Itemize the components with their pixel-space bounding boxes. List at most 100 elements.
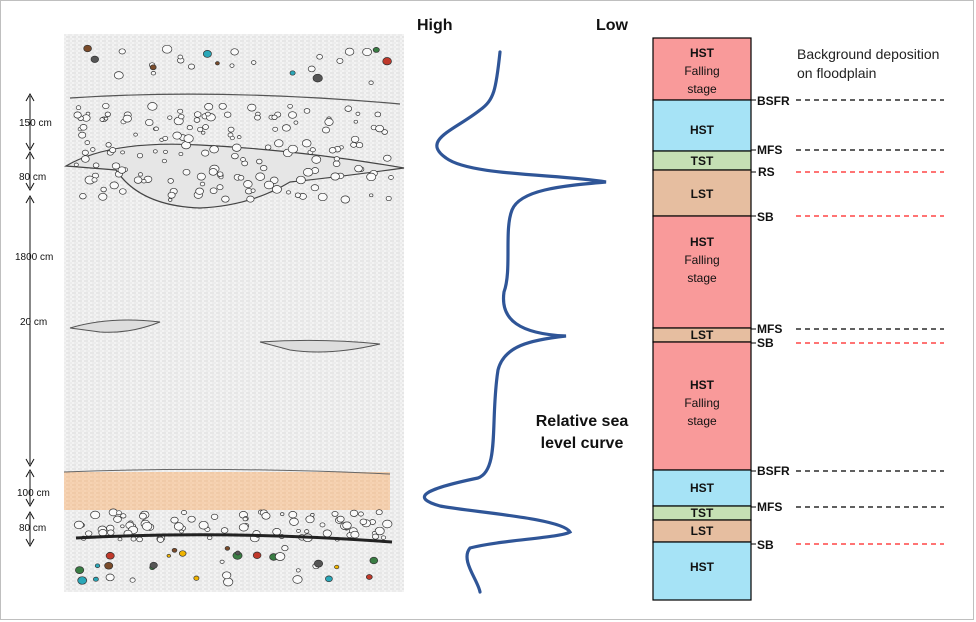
clast [163, 136, 168, 140]
clast [297, 529, 301, 532]
curve-title-line-1: Relative sea [520, 411, 644, 433]
clast [78, 577, 87, 585]
clast [381, 536, 385, 540]
clast [273, 528, 281, 535]
clast [121, 525, 125, 528]
clast [331, 173, 340, 180]
clast [272, 115, 277, 120]
unit-sub-5b: stage [653, 269, 751, 287]
unit-label-7: HST Falling stage [653, 376, 751, 430]
clast [121, 514, 126, 518]
clast [151, 71, 155, 75]
unit-label-4: LST [653, 185, 751, 203]
clast [251, 61, 256, 65]
surface-label-bsfr-2: BSFR [757, 464, 790, 478]
clast [114, 72, 123, 79]
clast [211, 514, 218, 519]
clast [225, 547, 230, 551]
orange-sand-layer [64, 472, 390, 510]
scale-label-150cm: 150 cm [19, 118, 52, 129]
clast [289, 511, 297, 518]
scale-label-80cm-upper: 80 cm [19, 172, 46, 183]
clast [106, 574, 114, 581]
clast [251, 189, 255, 193]
clast [121, 151, 125, 154]
clast [333, 161, 340, 167]
clast [168, 179, 174, 184]
clast [82, 150, 88, 155]
clast [100, 118, 104, 122]
unit-label-9: TST [653, 504, 751, 522]
clast [80, 124, 87, 130]
clast [231, 49, 239, 55]
clast [198, 127, 203, 132]
unit-label-2: HST [653, 121, 751, 139]
clast [356, 112, 360, 115]
clast [325, 576, 332, 582]
unit-name-7: HST [653, 376, 751, 394]
clast [180, 530, 184, 533]
clast [188, 516, 195, 522]
clast [325, 119, 333, 126]
scale-label-20cm: 20 cm [20, 317, 47, 328]
clast [173, 132, 182, 139]
clast [203, 50, 211, 57]
clast [178, 109, 183, 113]
clast [239, 524, 248, 531]
clast [134, 177, 142, 184]
clast [248, 104, 256, 111]
clast [179, 152, 183, 155]
unit-name-5: HST [653, 233, 751, 251]
clast [106, 143, 111, 148]
clast [150, 65, 156, 70]
clast [318, 193, 327, 200]
clast [209, 169, 217, 176]
unit-label-10: LST [653, 522, 751, 540]
clast [114, 516, 122, 522]
clast [345, 48, 354, 55]
clast [223, 572, 231, 579]
clast [84, 45, 92, 52]
clast [167, 554, 171, 557]
clast [332, 511, 338, 516]
clast [236, 551, 241, 555]
clast [142, 179, 146, 183]
clast [187, 125, 192, 129]
clast [91, 56, 99, 62]
clast [247, 196, 254, 202]
clast [74, 521, 83, 529]
unit-name-9: TST [653, 504, 751, 522]
clast [154, 127, 159, 131]
clast [389, 176, 394, 180]
clast [137, 153, 142, 158]
clast [91, 511, 100, 519]
clast [112, 163, 120, 169]
clast [199, 521, 208, 529]
clast [118, 538, 122, 541]
unit-name-1: HST [653, 44, 751, 62]
unit-label-1: HST Falling stage [653, 44, 751, 98]
unit-name-6: LST [653, 326, 751, 344]
clast [358, 512, 363, 516]
clast [221, 528, 228, 534]
clast [230, 64, 234, 68]
clast [162, 159, 166, 163]
unit-label-8: HST [653, 479, 751, 497]
clast [386, 196, 391, 200]
surface-label-sb-1: SB [757, 210, 774, 224]
unit-name-3: TST [653, 152, 751, 170]
clast [184, 135, 193, 143]
clast [322, 127, 329, 133]
clast [323, 530, 331, 537]
unit-name-11: HST [653, 558, 751, 576]
background-note: Background deposition on floodplain [797, 45, 939, 83]
clast [288, 145, 297, 153]
clast [188, 64, 194, 69]
clast [351, 136, 359, 142]
clast [171, 517, 178, 523]
unit-name-4: LST [653, 185, 751, 203]
clast [289, 112, 297, 119]
unit-label-11: HST [653, 558, 751, 576]
